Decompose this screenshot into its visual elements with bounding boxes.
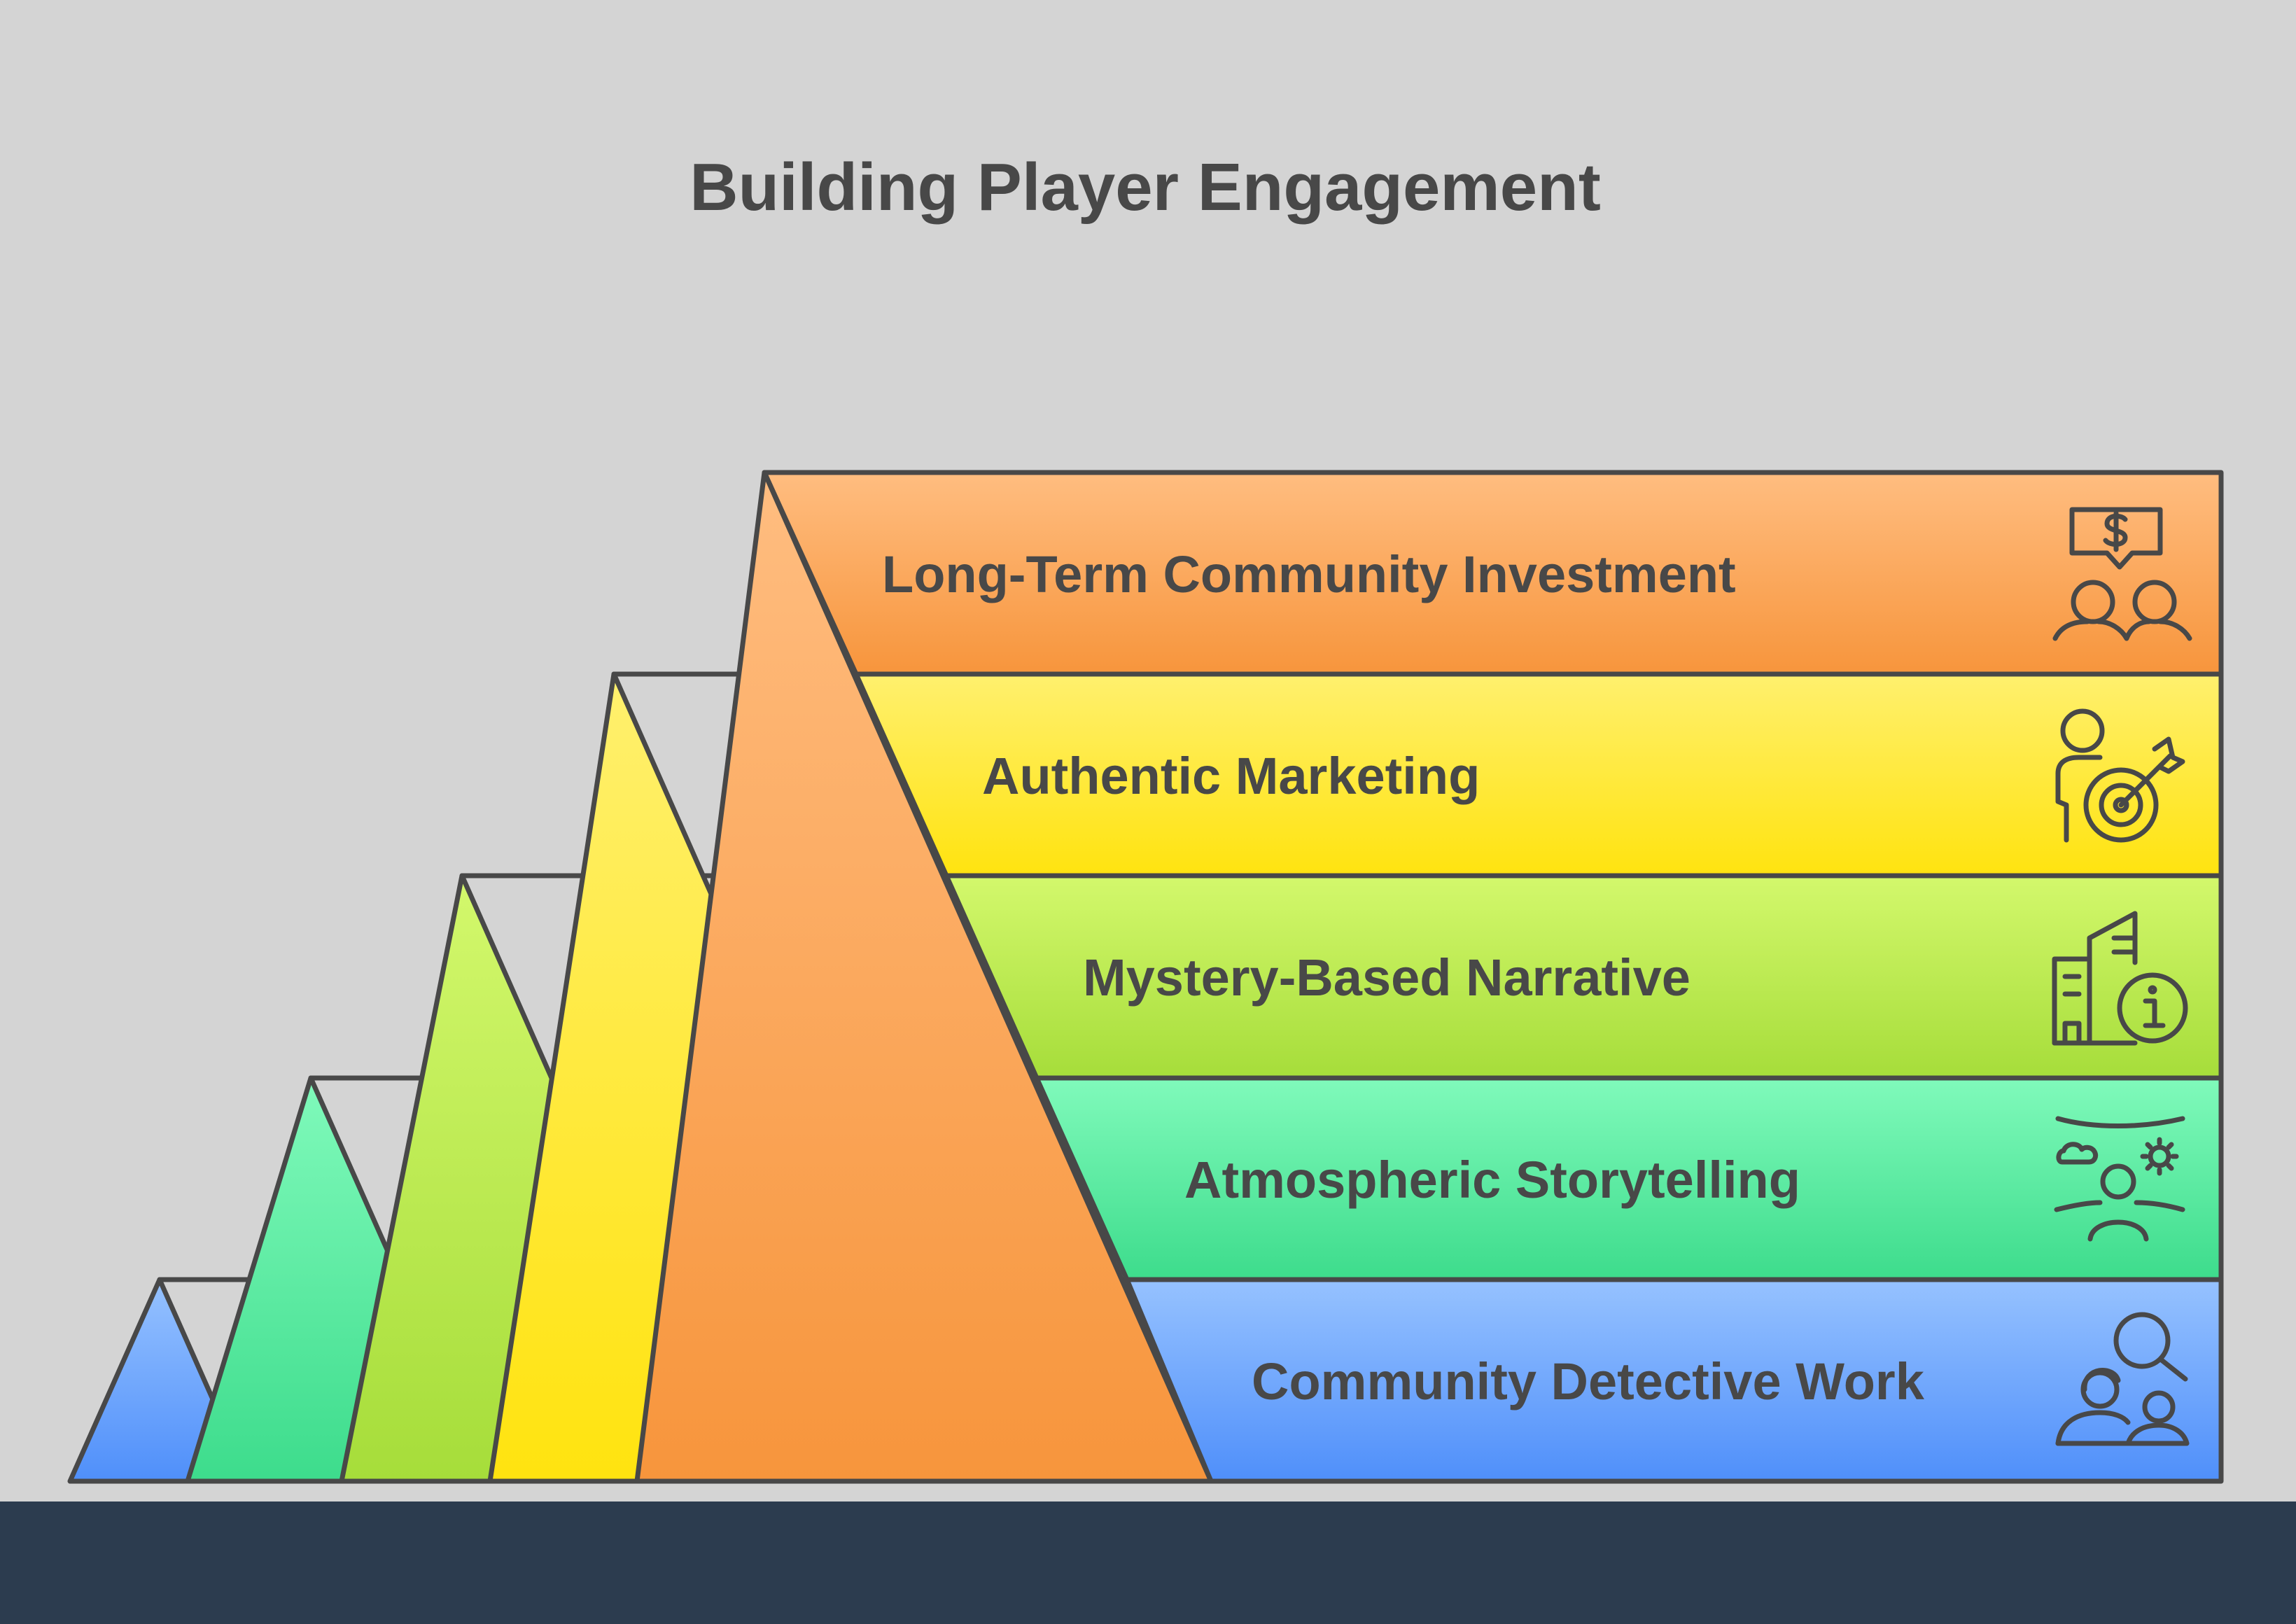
layer-label-long-term-community-investment: Long-Term Community Investment (882, 545, 1736, 603)
layer-label-authentic-marketing: Authentic Marketing (982, 747, 1480, 805)
pyramid-triangles (67, 470, 1214, 1484)
building-info-icon (2052, 911, 2188, 1046)
community-investment-icon (2052, 507, 2192, 641)
atmosphere-person-icon (2054, 1116, 2185, 1242)
footer-bar (0, 1502, 2296, 1624)
diagram-title: Building Player Engagement (690, 150, 1601, 225)
triangle-long-term-community-investment (634, 470, 1214, 1484)
layer-label-community-detective-work: Community Detective Work (1252, 1352, 1925, 1410)
target-marketing-icon (2055, 708, 2185, 843)
layer-label-mystery-based-narrative: Mystery-Based Narrative (1083, 948, 1690, 1007)
detective-group-icon (2055, 1312, 2190, 1446)
layer-bands (157, 470, 2224, 1484)
layer-label-atmospheric-storytelling: Atmospheric Storytelling (1184, 1151, 1800, 1209)
